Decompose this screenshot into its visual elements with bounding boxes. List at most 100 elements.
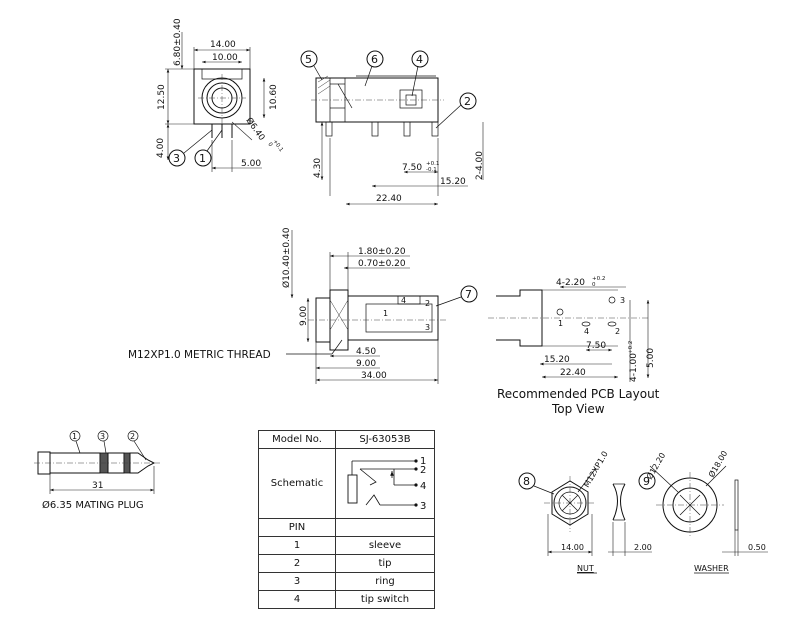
pin-header: PIN xyxy=(258,518,336,537)
dim-pcb-spacing: 7.50 xyxy=(586,341,606,351)
table-row: 2 tip xyxy=(258,554,435,573)
nut-thickness: 2.00 xyxy=(634,543,652,552)
dim-slot-tol-plus: +0.2 xyxy=(628,341,634,354)
pin-name: ring xyxy=(335,572,435,591)
pad-4 xyxy=(581,321,591,327)
plug-length: 31 xyxy=(92,481,103,491)
schematic-cell: 1 2 4 3 xyxy=(335,448,435,519)
middle-pin-4: 4 xyxy=(401,296,406,305)
callout-5: 5 xyxy=(305,53,312,66)
side-view-callouts: 5 6 4 2 xyxy=(300,50,477,129)
dim-pin-depth: 2-4.00 xyxy=(475,151,485,180)
dim-front-length: 9.00 xyxy=(356,359,376,369)
spec-table: Model No. SJ-63053B Schematic 1 xyxy=(258,430,435,609)
pin-name: sleeve xyxy=(335,536,435,555)
dim-pin-span: 15.20 xyxy=(440,177,466,187)
callout-3: 3 xyxy=(173,152,180,165)
dim-pin-pitch: 5.00 xyxy=(241,159,261,169)
washer-side xyxy=(734,479,739,531)
dim-body-length: 22.40 xyxy=(376,194,402,204)
table-row: PIN xyxy=(258,518,435,537)
pin-number: 2 xyxy=(258,554,336,573)
dim-pcb-length: 22.40 xyxy=(560,368,586,378)
middle-top-view: 1 4 2 3 Ø10.40±0.40 1.80±0.20 0.70±0.20 … xyxy=(128,227,478,384)
schematic-pin-4: 4 xyxy=(420,481,426,492)
plug-callout-3: 3 xyxy=(100,432,105,441)
side-hatching xyxy=(317,75,331,95)
pcb-caption-line1: Recommended PCB Layout xyxy=(497,387,660,401)
dim-pad-tol-minus: 0 xyxy=(592,282,596,288)
plug-callout-2: 2 xyxy=(130,432,135,441)
mating-plug: 1 3 2 31 Ø6.35 MATING PLUG xyxy=(34,430,160,511)
model-value: SJ-63053B xyxy=(335,430,435,449)
pin-name: tip xyxy=(335,554,435,573)
pcb-pin-3: 3 xyxy=(620,296,625,305)
pin-number: 1 xyxy=(258,536,336,555)
pad-1 xyxy=(556,308,564,316)
nut-width: 14.00 xyxy=(561,543,584,552)
pcb-pin-4: 4 xyxy=(584,327,589,336)
plug-caption: Ø6.35 MATING PLUG xyxy=(42,499,144,511)
dim-total-length: 34.00 xyxy=(361,371,387,381)
middle-pin-1: 1 xyxy=(383,309,388,318)
thread-label: M12XP1.0 METRIC THREAD xyxy=(128,349,271,361)
middle-pin-2: 2 xyxy=(425,299,430,308)
dim-nose-length: 4.50 xyxy=(356,347,376,357)
front-view-callouts: 3 1 xyxy=(168,129,223,167)
model-label: Model No. xyxy=(258,430,336,449)
side-view-pins xyxy=(325,121,439,137)
nut-thread: M12XP1.0 xyxy=(582,450,610,489)
dim-bushing-dia: Ø6.40 xyxy=(244,115,268,142)
schematic-symbol: 1 2 4 3 xyxy=(347,456,426,512)
middle-pin-3: 3 xyxy=(425,323,430,332)
dim-thread-dia: Ø10.40±0.40 xyxy=(281,227,292,288)
dim-nose-height: 9.00 xyxy=(299,306,309,326)
pad-2 xyxy=(607,321,617,327)
front-view-pins xyxy=(211,124,233,138)
dim-pin-height: 4.30 xyxy=(313,158,323,178)
front-view: 14.00 10.00 6.80±0.40 12.50 10.60 4.00 Ø… xyxy=(156,18,284,172)
pcb-pin-2: 2 xyxy=(615,327,620,336)
washer-drawing: Ø12.20 Ø18.00 9 0.50 WASHER xyxy=(638,449,768,574)
dim-pcb-span: 15.20 xyxy=(544,355,570,365)
dim-flange-thk: 1.80±0.20 xyxy=(358,247,406,257)
pcb-layout: 1 4 2 3 4-2.20 +0.2 0 7.50 15.20 22.40 4… xyxy=(488,276,660,416)
table-row: 1 sleeve xyxy=(258,536,435,555)
callout-1: 1 xyxy=(199,152,206,165)
dim-dia-tol-plus: +0.1 xyxy=(271,139,284,153)
dim-body-width: 14.00 xyxy=(210,40,236,50)
schematic-label: Schematic xyxy=(258,448,336,519)
pad-3 xyxy=(608,296,616,304)
dim-slot-size: 4-1.00 xyxy=(629,353,639,382)
nut-label: NUT xyxy=(577,564,594,573)
thread-hatching xyxy=(329,299,349,331)
dim-pcb-height: 5.00 xyxy=(646,348,656,368)
callout-7: 7 xyxy=(465,288,472,301)
side-view: 4.30 7.50 +0.1 -0.1 15.20 22.40 2-4.00 xyxy=(311,75,485,206)
callout-9: 9 xyxy=(643,475,650,488)
table-row: 4 tip switch xyxy=(258,590,435,609)
dim-spacing-tol-minus: -0.1 xyxy=(426,167,437,173)
schematic-pin-1: 1 xyxy=(420,456,426,467)
pin-number: 3 xyxy=(258,572,336,591)
plug-callout-1: 1 xyxy=(72,432,77,441)
nut-drawing: 8 M12XP1.0 14.00 2.00 NUT xyxy=(518,450,652,574)
callout-8: 8 xyxy=(523,475,530,488)
callout-6: 6 xyxy=(371,53,378,66)
dim-pad-tol-plus: +0.2 xyxy=(592,276,605,282)
dim-pin-length: 4.00 xyxy=(156,138,166,158)
callout-4: 4 xyxy=(416,53,423,66)
table-row: Schematic 1 2 4 3 xyxy=(258,448,435,519)
dim-spacing-tol-plus: +0.1 xyxy=(426,161,439,167)
washer-thickness: 0.50 xyxy=(748,543,766,552)
dim-body-height: 12.50 xyxy=(157,84,167,110)
dim-bushing-width: 10.00 xyxy=(212,53,238,63)
table-row: 3 ring xyxy=(258,572,435,591)
pcb-caption-line2: Top View xyxy=(551,402,605,416)
pin-number: 4 xyxy=(258,590,336,609)
dim-dia-tol-minus: 0 xyxy=(266,142,273,149)
pin-header-blank xyxy=(335,518,435,537)
pin-name: tip switch xyxy=(335,590,435,609)
table-row: Model No. SJ-63053B xyxy=(258,430,435,449)
pcb-pin-1: 1 xyxy=(558,319,563,328)
